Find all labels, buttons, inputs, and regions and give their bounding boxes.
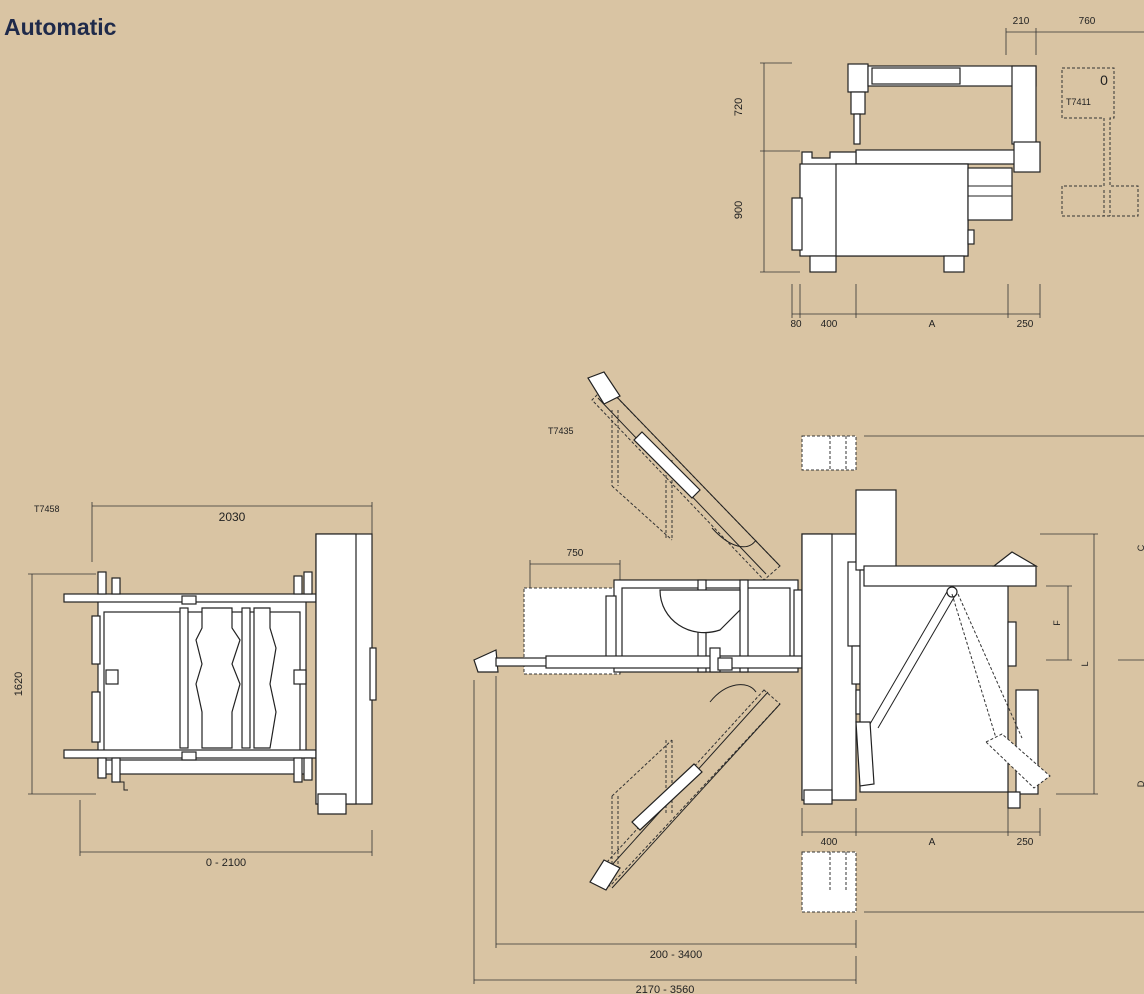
plan-view: T7435 — [473, 371, 1144, 994]
outfeed-outline: 0 T7411 — [1061, 67, 1139, 217]
carriage-depth-dimension: 1620 — [13, 573, 96, 795]
plan-view-code: T7435 — [548, 426, 574, 436]
page-title: Automatic — [4, 14, 117, 40]
plan-view-bottom-dimensions: 400 A 250 — [801, 808, 1041, 848]
machine-body-plan — [855, 489, 1051, 809]
zero-label: 0 — [1100, 72, 1108, 88]
side-view-top-dimension: 210 760 — [1005, 16, 1144, 55]
side-view-bottom-dimension: 80 400 A 250 — [790, 284, 1041, 330]
outfeed-blocks — [801, 435, 1144, 913]
plan-range-b: 2170 - 3560 — [636, 984, 695, 994]
plan-dim-f: F — [1052, 620, 1062, 626]
carriage-width: 2030 — [219, 510, 246, 524]
plan-range-a: 200 - 3400 — [650, 949, 703, 961]
side-view-left-dimension: 720 900 — [733, 62, 800, 273]
side-view-dim-210: 210 — [1013, 16, 1030, 27]
side-view-dim-a: A — [929, 319, 936, 330]
plan-view-right-dimensions: F L C D — [1040, 533, 1144, 795]
plan-view-range-dimensions: 200 - 3400 2170 - 3560 — [473, 676, 857, 994]
side-view-dim-80: 80 — [790, 319, 802, 330]
plan-dim-d: D — [1136, 780, 1144, 787]
carriage-range-dimension: 0 - 2100 — [79, 800, 373, 869]
plan-dim-250: 250 — [1017, 837, 1034, 848]
machine-body — [791, 163, 1013, 273]
carriage-width-dimension: 2030 — [91, 502, 373, 562]
carriage-view-code: T7458 — [34, 504, 60, 514]
plan-dim-l: L — [1080, 661, 1090, 666]
table-top — [801, 141, 1041, 173]
side-view-dim-900: 900 — [733, 201, 745, 219]
side-view-dim-400: 400 — [821, 319, 838, 330]
carriage-view: T7458 2030 1620 0 - 2100 — [13, 502, 377, 869]
side-view-dim-250: 250 — [1017, 319, 1034, 330]
lower-swing-frame — [589, 684, 781, 891]
carriage-range: 0 - 2100 — [206, 857, 246, 869]
side-view-dim-760: 760 — [1079, 16, 1096, 27]
arm-dimension: 750 — [529, 548, 621, 590]
plan-dim-400: 400 — [821, 837, 838, 848]
side-view-dim-720: 720 — [733, 98, 745, 116]
plan-dim-c: C — [1136, 544, 1144, 551]
overhead-arm — [847, 63, 1037, 145]
side-view-code: T7411 — [1066, 97, 1091, 107]
arm-length: 750 — [567, 548, 584, 559]
sliding-table — [801, 533, 865, 805]
upper-swing-frame — [587, 371, 781, 581]
carriage-depth: 1620 — [13, 672, 25, 696]
plan-dim-a: A — [929, 837, 936, 848]
push-rail — [473, 647, 888, 673]
side-view: 210 760 720 900 — [733, 16, 1144, 330]
